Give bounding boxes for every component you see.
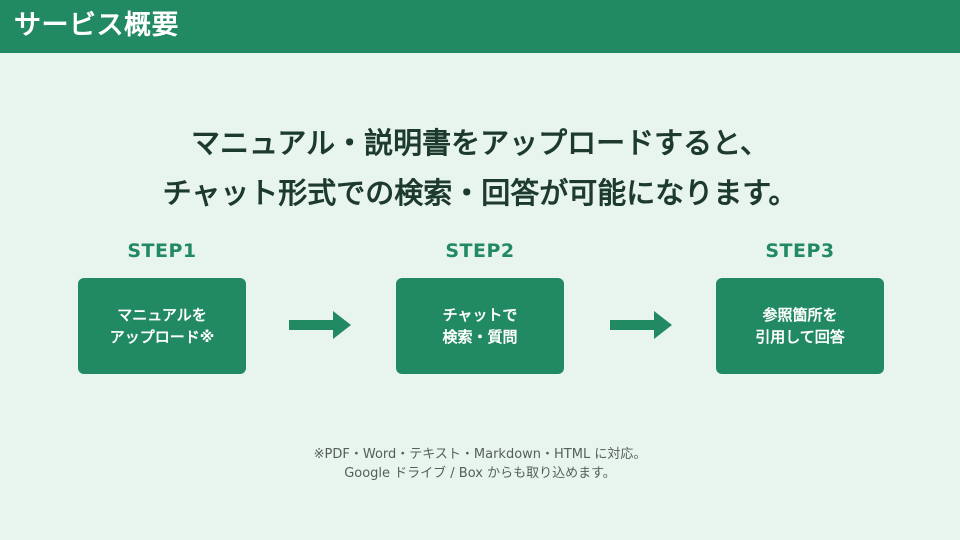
headline: マニュアル・説明書をアップロードすると、 チャット形式での検索・回答が可能になり…: [0, 118, 960, 218]
step-2-box: チャットで 検索・質問: [396, 278, 564, 374]
footnote-line-1: ※PDF・Word・テキスト・Markdown・HTML に対応。: [313, 447, 647, 462]
step-3-text-line-2: 引用して回答: [755, 328, 845, 346]
page-title: サービス概要: [14, 10, 179, 41]
headline-line-1: マニュアル・説明書をアップロードすると、: [191, 126, 769, 160]
step-3-label: STEP3: [765, 240, 835, 262]
step-1-box: マニュアルを アップロード※: [78, 278, 246, 374]
footnote: ※PDF・Word・テキスト・Markdown・HTML に対応。 Google…: [0, 445, 960, 483]
step-2-label: STEP2: [445, 240, 515, 262]
footnote-line-2: Google ドライブ / Box からも取り込めます。: [344, 466, 616, 481]
header-bar: サービス概要: [0, 0, 960, 53]
headline-line-2: チャット形式での検索・回答が可能になります。: [162, 176, 798, 210]
step-2-text-line-2: 検索・質問: [442, 328, 518, 346]
step-1-text-line-1: マニュアルを: [117, 306, 207, 324]
arrow-right-icon: [610, 311, 672, 339]
step-2-text-line-1: チャットで: [442, 306, 518, 324]
step-3-box: 参照箇所を 引用して回答: [716, 278, 884, 374]
step-3-text-line-1: 参照箇所を: [762, 306, 838, 324]
step-1-label: STEP1: [127, 240, 197, 262]
arrow-right-icon: [289, 311, 351, 339]
step-1-text-line-2: アップロード※: [109, 328, 215, 346]
